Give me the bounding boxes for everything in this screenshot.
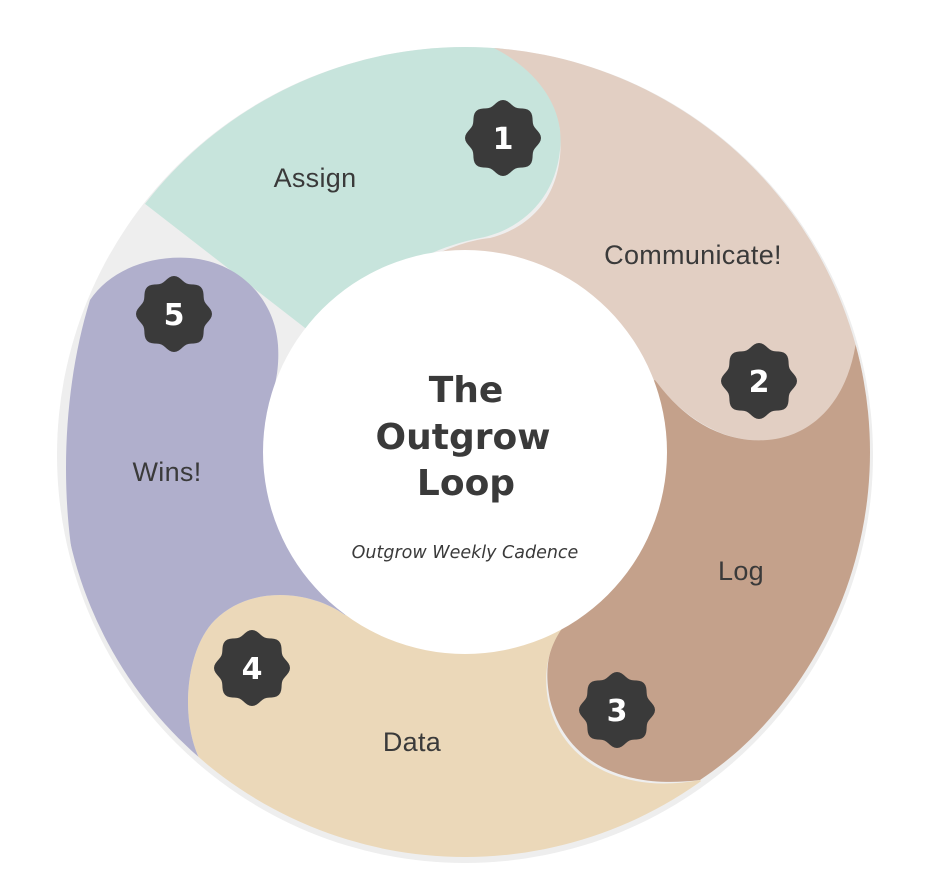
badge-star-shape: [465, 100, 541, 176]
step-badges: 1 2 3 4 5: [136, 100, 797, 748]
step-label-wins: Wins!: [133, 457, 202, 487]
title-line-3: Loop: [417, 463, 515, 504]
step-badge-2: 2: [721, 343, 797, 419]
center-disc: [263, 250, 667, 654]
badge-number: 4: [242, 652, 263, 687]
step-label-log: Log: [718, 556, 764, 586]
step-badge-1: 1: [465, 100, 541, 176]
step-label-data: Data: [383, 727, 442, 757]
step-label-communicate: Communicate!: [604, 240, 782, 270]
segment-assign: [140, 47, 561, 452]
badge-number: 1: [493, 122, 514, 157]
badge-star-shape: [136, 276, 212, 352]
badge-star-shape: [214, 630, 290, 706]
badge-number: 2: [749, 365, 770, 400]
badge-number: 3: [607, 694, 628, 729]
segment-wins: [66, 257, 465, 760]
step-badge-4: 4: [214, 630, 290, 706]
subtitle: Outgrow Weekly Cadence: [352, 543, 579, 563]
badge-star-shape: [579, 672, 655, 748]
title-line-1: The: [429, 370, 504, 411]
badge-star-shape: [721, 343, 797, 419]
badge-number: 5: [164, 298, 185, 333]
segment-data: [188, 452, 720, 857]
title-line-2: Outgrow: [376, 417, 551, 458]
step-badge-5: 5: [136, 276, 212, 352]
step-label-assign: Assign: [274, 163, 357, 193]
step-badge-3: 3: [579, 672, 655, 748]
